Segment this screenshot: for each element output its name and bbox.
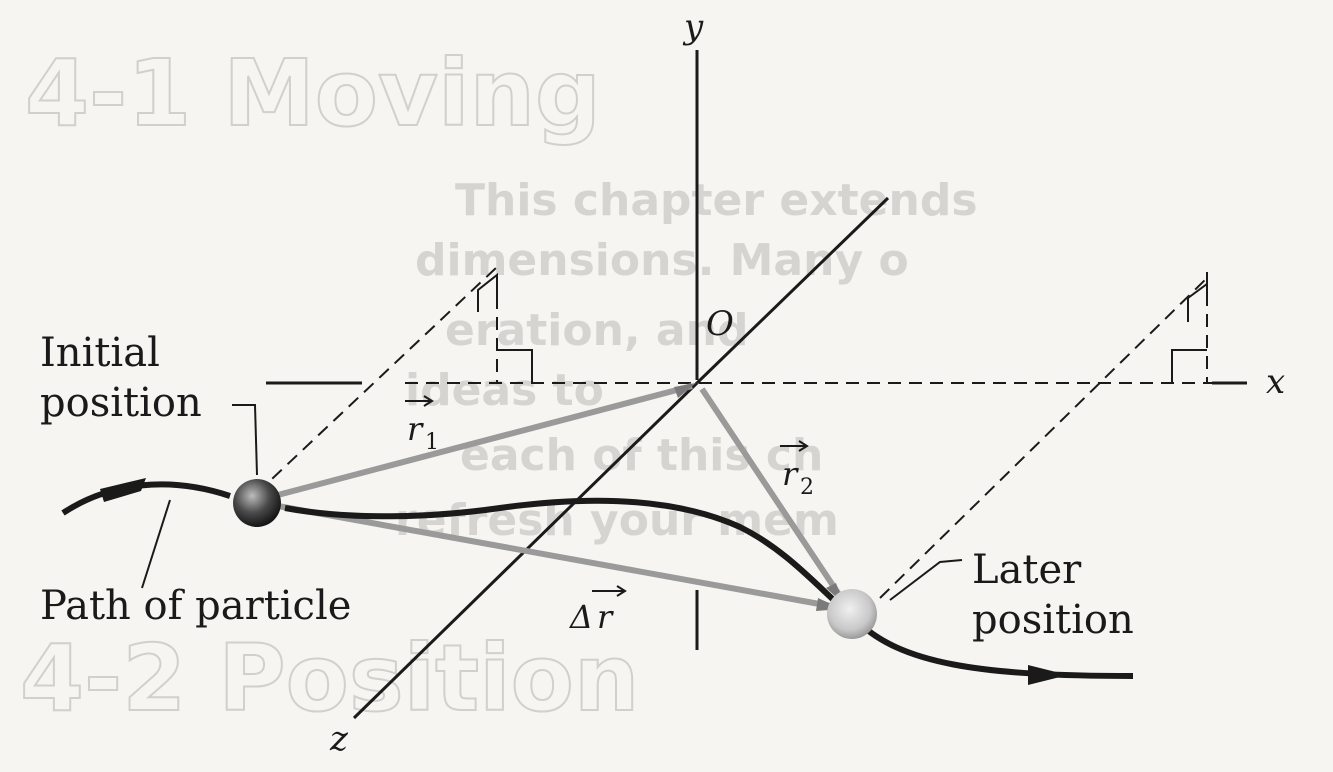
- ghost-line-3: eration, and: [445, 305, 748, 356]
- path-segment-before: [61, 481, 231, 516]
- initial-position-label-line2: position: [40, 380, 202, 426]
- path-arrow-start: [100, 478, 146, 502]
- break-mark-later: [1187, 282, 1208, 322]
- r1-arrowhead: [674, 383, 696, 398]
- r2-subscript: 2: [800, 475, 814, 500]
- break-mark-initial: [477, 272, 498, 312]
- right-angle-initial: [497, 349, 533, 383]
- background-text: 4-1 Moving 4-2 Position This chapter ext…: [19, 39, 978, 733]
- delta-r-symbol: r: [597, 598, 614, 636]
- path-segment-after: [284, 497, 1134, 679]
- ghost-line-2: dimensions. Many o: [415, 235, 909, 286]
- later-position-label-line2: position: [972, 597, 1134, 643]
- later-z-projection: [879, 277, 1208, 599]
- r1-label: r 1: [405, 395, 439, 455]
- path-leader: [141, 499, 171, 589]
- path-arrow-end: [1028, 665, 1068, 685]
- delta-r-label: Δ r: [568, 585, 627, 636]
- ghost-line-1: This chapter extends: [455, 175, 978, 226]
- later-particle: [827, 589, 877, 639]
- right-angle-later: [1171, 349, 1207, 383]
- z-axis-label: z: [329, 719, 349, 759]
- particle-path: [61, 478, 1134, 685]
- delta-r-prefix: Δ: [568, 598, 593, 636]
- r2-vector-line: [699, 387, 843, 598]
- ghost-heading-bottom: 4-2 Position: [20, 625, 639, 732]
- r2-symbol: r: [782, 455, 799, 493]
- ghost-heading-top: 4-1 Moving: [25, 40, 601, 147]
- ghost-line-4: ideas to: [405, 365, 604, 416]
- path-of-particle-label: Path of particle: [40, 583, 351, 629]
- y-axis-label: y: [682, 7, 704, 47]
- initial-particle: [233, 479, 281, 527]
- x-axis-label: x: [1266, 362, 1285, 402]
- delta-r-vector-arrow-icon: [592, 585, 627, 597]
- r2-vector-arrow-icon: [780, 440, 809, 452]
- z-axis-back: [695, 196, 890, 385]
- r1-vector-line: [273, 383, 693, 499]
- initial-position-leader: [232, 404, 258, 476]
- later-position-leader: [889, 559, 963, 601]
- initial-z-projection: [256, 266, 498, 494]
- r1-vector-arrow-icon: [405, 395, 434, 407]
- initial-position-label-line1: Initial: [40, 330, 160, 376]
- right-angle-marks: [477, 272, 1208, 383]
- construction-lines: [256, 266, 1212, 599]
- r1-subscript: 1: [425, 430, 439, 455]
- later-position-label-line1: Later: [972, 547, 1082, 593]
- r1-symbol: r: [407, 410, 424, 448]
- r2-label: r 2: [780, 440, 814, 500]
- vectors: [273, 383, 843, 610]
- delta-r-vector-line: [277, 503, 837, 610]
- origin-label: O: [706, 304, 734, 344]
- leader-lines: [141, 404, 963, 601]
